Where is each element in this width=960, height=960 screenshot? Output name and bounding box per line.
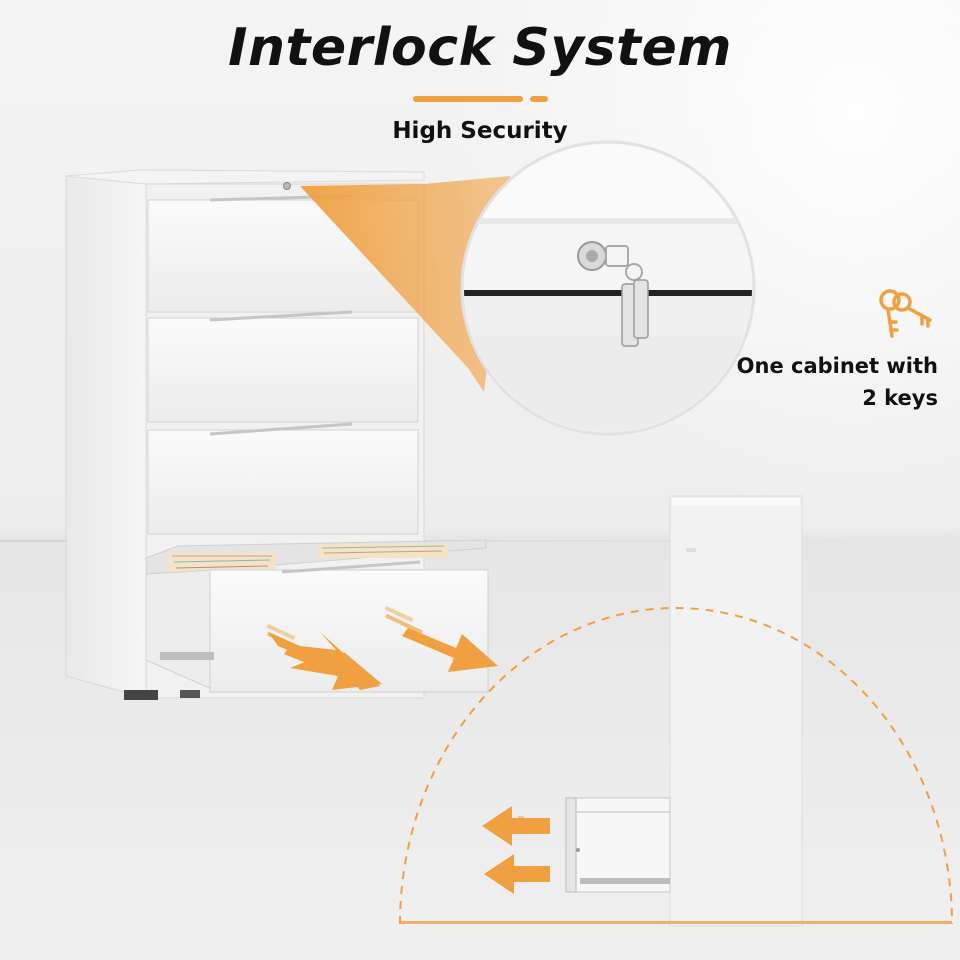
- base-line: [400, 921, 952, 924]
- title-underline-dot: [530, 96, 548, 102]
- keys-caption-line2: 2 keys: [862, 386, 938, 410]
- cabinet-foot: [124, 690, 158, 700]
- keys-caption: One cabinet with 2 keys: [708, 350, 938, 414]
- cabinet-foot: [180, 690, 200, 698]
- page-subtitle: High Security: [392, 118, 568, 144]
- page-title: Interlock System: [228, 18, 732, 78]
- title-underline: [413, 96, 523, 102]
- cabinet-top: [65, 169, 425, 185]
- drawer-slide: [580, 878, 670, 884]
- drawer-3: [147, 429, 419, 535]
- pull-arrow-left: [266, 623, 382, 690]
- pull-arrow-right: [384, 605, 498, 672]
- cabinet-lock: [283, 182, 291, 190]
- swing-arc: [399, 607, 953, 925]
- keys-icon: [879, 289, 932, 338]
- side-view-cabinet: [565, 495, 803, 927]
- cabinet-side-panel: [65, 175, 147, 699]
- drawer-gap: [464, 290, 752, 296]
- drawer-3-handle: [209, 422, 353, 436]
- arrow-down-right-icon: [266, 623, 382, 690]
- drawer-slide-rail: [160, 652, 214, 660]
- keys-caption-line1: One cabinet with: [736, 354, 938, 378]
- drawer-2-handle: [209, 310, 353, 322]
- hanging-files: [168, 544, 448, 574]
- drawer-pulled: [565, 797, 671, 893]
- arrow-down-right-icon: [384, 605, 498, 672]
- arrow-left-icon: [482, 806, 550, 846]
- key-icon: [621, 279, 649, 347]
- arrow-left-icon: [484, 854, 550, 894]
- drawer-2: [147, 317, 419, 423]
- zoom-beam: [300, 176, 510, 392]
